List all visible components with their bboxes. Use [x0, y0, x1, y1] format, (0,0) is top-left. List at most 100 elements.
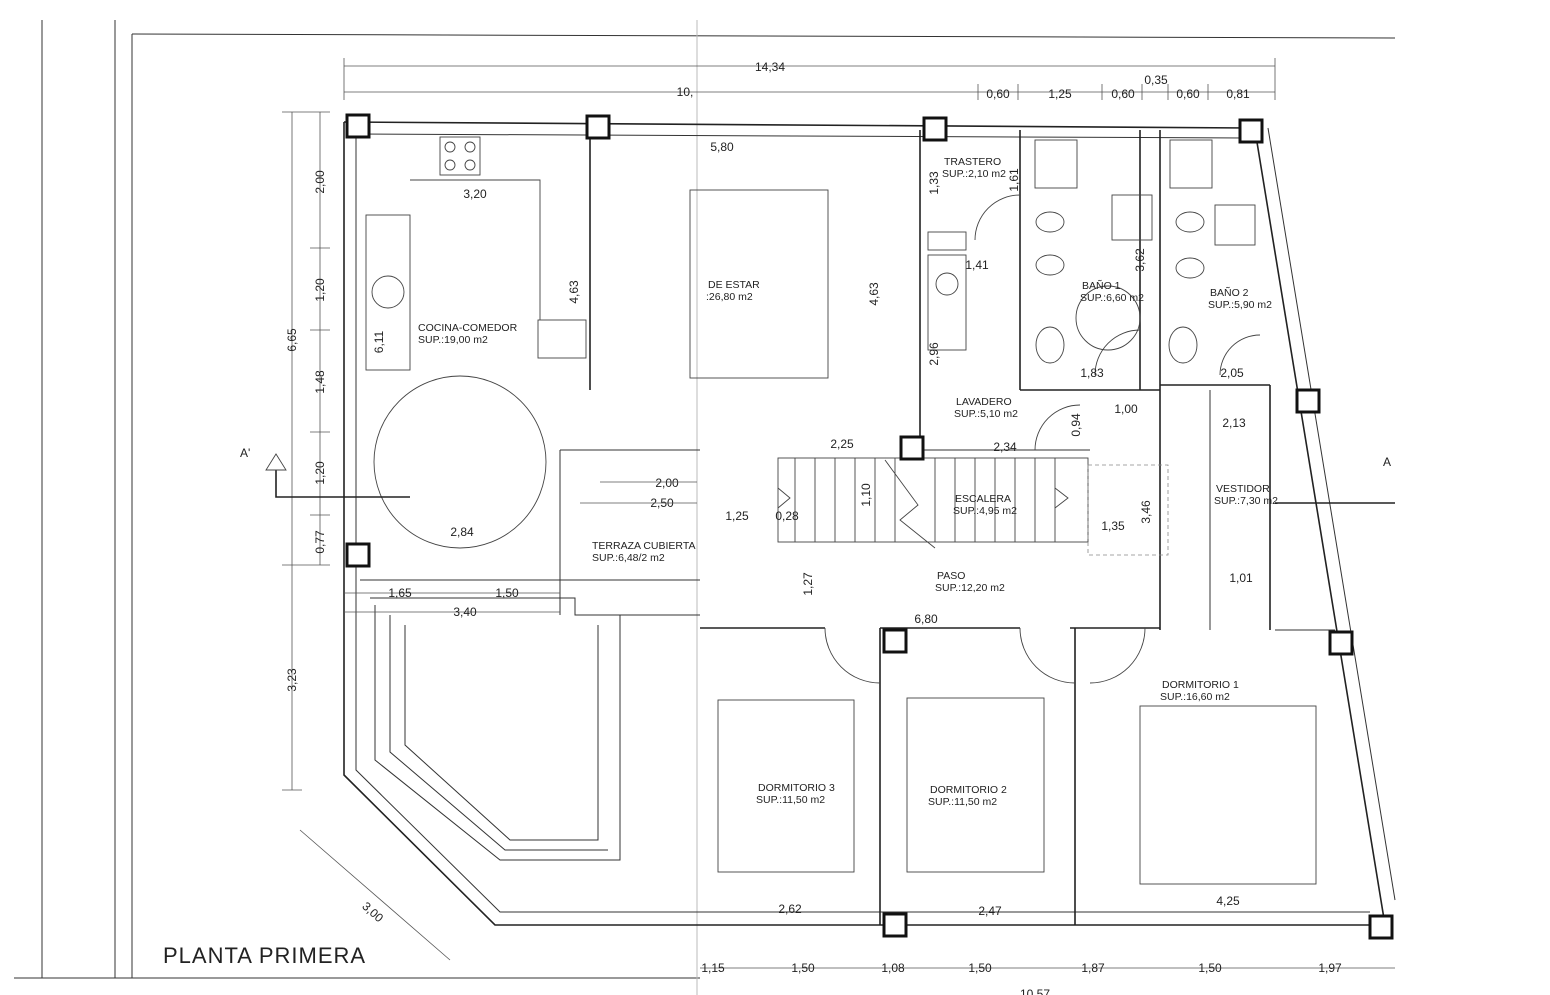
toilet-icon-bath2 [1175, 257, 1205, 279]
staircase [777, 457, 1169, 556]
fixtures [365, 136, 1317, 885]
room-name-vestidor: VESTIDOR [1216, 483, 1270, 495]
room-area-cocina: SUP.:19,00 m2 [418, 334, 488, 346]
dim-paso-b: 0,28 [775, 509, 799, 523]
dim-vest-w: 2,13 [1222, 416, 1246, 430]
section-marker-left: A' [240, 446, 250, 460]
toilet-icon-bath1 [1035, 254, 1065, 276]
dim-bottom-6: 1,50 [1198, 961, 1222, 975]
dim-lav-h: 2,96 [927, 342, 941, 366]
room-name-dorm1: DORMITORIO 1 [1162, 679, 1239, 691]
room-labels: COCINA-COMEDOR SUP.:19,00 m2 DE ESTAR :2… [418, 156, 1278, 808]
dim-living-width: 5,80 [710, 140, 734, 154]
room-area-dorm3: SUP.:11,50 m2 [756, 794, 825, 806]
dim-rooms-w: 6,80 [914, 612, 938, 626]
dim-stairs-right: 2,34 [993, 440, 1017, 454]
room-name-dorm2: DORMITORIO 2 [930, 784, 1007, 796]
dim-top-right-3: 0,60 [1111, 87, 1135, 101]
dim-bottom-7: 1,97 [1318, 961, 1342, 975]
dim-dorm1-w: 4,25 [1216, 894, 1240, 908]
room-area-dorm2: SUP.:11,50 m2 [928, 796, 997, 808]
room-name-bano1: BAÑO 1 [1082, 279, 1121, 292]
sofa-area [689, 189, 829, 379]
dim-bottom-3: 1,08 [881, 961, 905, 975]
dim-left-inner-4: 1,20 [313, 461, 327, 485]
shower-icon-bath2 [1169, 139, 1213, 189]
room-name-escalera: ESCALERA [955, 493, 1011, 505]
dim-bottom-2: 1,50 [791, 961, 815, 975]
room-area-bano1: SUP.:6,60 m2 [1080, 292, 1144, 304]
room-name-terraza: TERRAZA CUBIERTA [592, 540, 695, 552]
bed-dormitorio-3 [717, 699, 855, 873]
interior-walls [559, 130, 1335, 925]
room-name-estar: DE ESTAR [708, 279, 760, 291]
dim-top-right-2: 1,25 [1048, 87, 1072, 101]
room-area-trastero: SUP.:2,10 m2 [942, 168, 1006, 180]
dim-bottom-1: 1,15 [701, 961, 725, 975]
dim-hall-w: 1,00 [1114, 402, 1138, 416]
dim-left-inner-5: 0,77 [313, 530, 327, 554]
dim-bottom-4: 1,50 [968, 961, 992, 975]
dim-top-right-1: 0,60 [986, 87, 1010, 101]
dim-trastero-door: 1,61 [1007, 168, 1021, 192]
dim-stairs-left: 2,25 [830, 437, 854, 451]
dim-stairs-land: 1,35 [1101, 519, 1125, 533]
exterior-walls [343, 121, 1396, 926]
dim-bath1-w: 1,83 [1080, 366, 1104, 380]
dim-top-segment: 10, [677, 85, 694, 99]
sink-icon [371, 275, 405, 309]
interior-dimensions: 3,20 6,11 4,63 2,84 5,80 4,63 1,33 1,61 … [372, 140, 1253, 918]
dim-top-right-4: 0,35 [1144, 73, 1168, 87]
bidet-icon-bath2 [1175, 211, 1205, 233]
room-name-dorm3: DORMITORIO 3 [758, 782, 835, 794]
dim-terrace-a: 2,00 [655, 476, 679, 490]
room-name-bano2: BAÑO 2 [1210, 286, 1249, 299]
room-area-bano2: SUP.:5,90 m2 [1208, 299, 1272, 311]
dim-kitchen-wall: 4,63 [567, 280, 581, 304]
room-name-cocina: COCINA-COMEDOR [418, 322, 518, 334]
dim-top-total: 14,34 [755, 60, 785, 74]
dim-left-inner-3: 1,48 [313, 370, 327, 394]
sheet-margin-right [1395, 0, 1550, 995]
dim-door-w: 0,94 [1069, 413, 1083, 437]
dim-vest-h: 1,01 [1229, 571, 1253, 585]
dim-kitchen-depth: 6,11 [372, 330, 386, 353]
dim-dorm2-w: 2,47 [978, 904, 1002, 918]
dining-table-icon [373, 375, 547, 549]
kitchen-counter [365, 214, 411, 371]
stove-icon [439, 136, 481, 176]
basin-icon-bath2 [1168, 326, 1198, 364]
basin-icon-bath1 [1035, 326, 1065, 364]
top-dimensions: 14,34 10, 0,60 1,25 0,60 0,35 0,60 0,81 [343, 58, 1276, 101]
room-area-paso: SUP.:12,20 m2 [935, 582, 1005, 594]
dim-bottom-left-1: 1,65 [388, 586, 412, 600]
room-area-lavadero: SUP.:5,10 m2 [954, 408, 1018, 420]
shower-icon-bath1 [1034, 139, 1078, 189]
room-name-paso: PASO [937, 570, 965, 582]
dim-trastero-h: 1,33 [927, 171, 941, 195]
section-marker-right: A [1383, 455, 1391, 469]
dim-bottom-5: 1,87 [1081, 961, 1105, 975]
bidet-icon-bath1 [1035, 211, 1065, 233]
room-name-trastero: TRASTERO [944, 156, 1001, 168]
section-line: A' A [240, 446, 1395, 504]
sheet-border-top [131, 33, 1396, 39]
dim-left-outer: 6,65 [285, 328, 299, 352]
room-area-terraza: SUP.:6,48/2 m2 [592, 552, 665, 564]
dim-left-outer-lower: 3,23 [285, 668, 299, 692]
room-area-escalera: SUP.:4,95 m2 [953, 505, 1017, 517]
dim-paso-a: 1,25 [725, 509, 749, 523]
room-area-dorm1: SUP.:16,60 m2 [1160, 691, 1230, 703]
bed-dormitorio-1 [1139, 705, 1317, 885]
dim-bottom-cut: 10,57 [1020, 987, 1050, 995]
dim-top-right-6: 0,81 [1226, 87, 1250, 101]
dim-living-depth: 4,63 [867, 282, 881, 306]
fridge-icon [537, 319, 587, 359]
dim-bath-h: 3,62 [1133, 248, 1147, 272]
washer-icon [927, 254, 967, 351]
dim-left-inner-2: 1,20 [313, 278, 327, 302]
dim-lav-w: 1,41 [965, 258, 989, 272]
dim-kitchen-width: 3,20 [463, 187, 487, 201]
dim-left-inner-1: 2,00 [313, 170, 327, 194]
